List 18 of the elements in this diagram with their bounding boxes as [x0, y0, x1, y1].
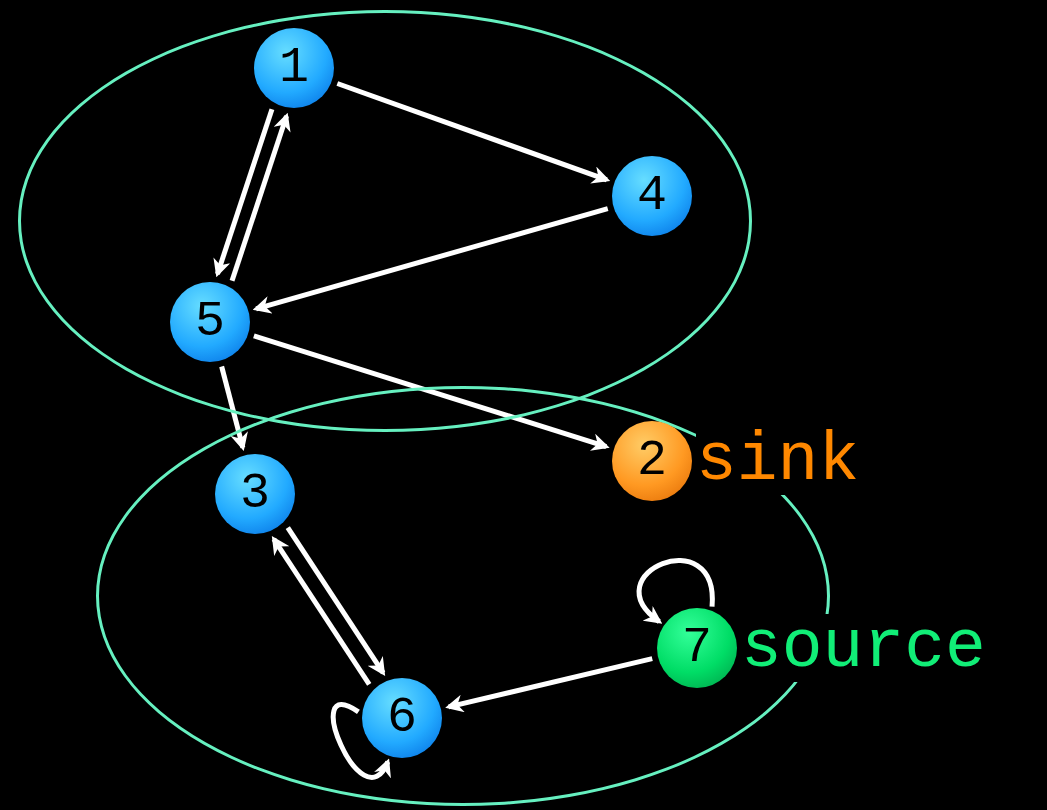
node-number: 6 — [387, 693, 417, 743]
node-number: 5 — [195, 297, 225, 347]
node-number: 1 — [279, 43, 309, 93]
arrow — [229, 112, 291, 282]
node-number: 7 — [682, 623, 712, 673]
arrow — [213, 108, 275, 278]
arrow — [271, 536, 372, 686]
node-number: 2 — [637, 436, 667, 486]
arrow — [331, 702, 390, 780]
arrow — [253, 333, 610, 451]
node-number: 4 — [637, 171, 667, 221]
arrow — [336, 81, 611, 184]
arrow — [637, 558, 715, 625]
arrow — [252, 206, 609, 314]
arrow — [285, 526, 386, 676]
arrow — [445, 656, 653, 713]
arrow — [219, 365, 248, 452]
node-number: 3 — [240, 469, 270, 519]
